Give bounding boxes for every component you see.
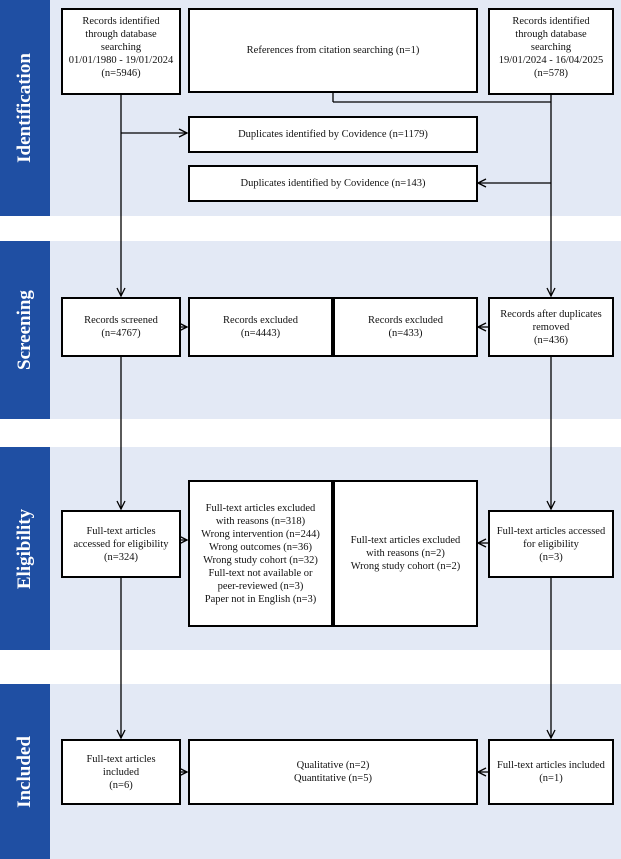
fulltext-included-right-box: Full-text articles included (n=1) bbox=[488, 739, 614, 805]
box-line: Quantitative (n=5) bbox=[294, 773, 372, 784]
box-line: (n=1) bbox=[539, 773, 563, 784]
box-line: accessed for eligibility bbox=[73, 538, 169, 550]
box-line: with reasons (n=318) bbox=[215, 515, 306, 527]
citation-search-box: References from citation searching (n=1) bbox=[188, 8, 478, 93]
fulltext-excluded-right-box: Full-text articles excluded with reasons… bbox=[333, 480, 478, 627]
box-line: Wrong intervention (n=244) bbox=[201, 528, 320, 540]
stage-eligibility: Eligibility bbox=[0, 447, 50, 650]
fulltext-assessed-right-box: Full-text articles accessed for eligibil… bbox=[488, 510, 614, 578]
box-line: Duplicates identified by Covidence (n=11… bbox=[238, 129, 428, 140]
box-line: through database bbox=[515, 29, 587, 40]
db-records-right-box: Records identified through database sear… bbox=[488, 8, 614, 95]
box-line: peer-reviewed (n=3) bbox=[217, 580, 304, 592]
box-line: (n=324) bbox=[104, 551, 138, 563]
box-line: searching bbox=[530, 42, 572, 53]
box-line: Records excluded bbox=[368, 315, 443, 326]
box-line: Full-text articles bbox=[86, 753, 156, 765]
box-line: Full-text articles excluded bbox=[350, 535, 461, 546]
box-line: (n=436) bbox=[534, 334, 568, 346]
box-line: Duplicates identified by Covidence (n=14… bbox=[240, 178, 426, 189]
stage-screening: Screening bbox=[0, 241, 50, 419]
fulltext-excluded-left-box: Full-text articles excluded with reasons… bbox=[188, 480, 333, 627]
box-line: Records screened bbox=[84, 315, 158, 326]
box-line: Paper not in English (n=3) bbox=[204, 593, 317, 605]
box-line: Wrong outcomes (n=36) bbox=[209, 541, 312, 553]
box-line: Wrong study cohort (n=2) bbox=[350, 561, 461, 572]
box-line: Records identified bbox=[82, 16, 160, 27]
box-line: for eligibility bbox=[523, 538, 579, 550]
records-after-duplicates-box: Records after duplicates removed (n=436) bbox=[488, 297, 614, 357]
box-line: (n=6) bbox=[109, 779, 133, 791]
box-line: (n=5946) bbox=[101, 68, 141, 79]
box-line: (n=4443) bbox=[240, 328, 281, 339]
db-records-left-box: Records identified through database sear… bbox=[61, 8, 181, 95]
box-line: removed bbox=[532, 321, 570, 333]
box-line: with reasons (n=2) bbox=[366, 548, 445, 559]
box-line: (n=433) bbox=[388, 328, 423, 339]
duplicates-left-box: Duplicates identified by Covidence (n=11… bbox=[188, 116, 478, 153]
box-line: Records after duplicates bbox=[500, 308, 602, 320]
box-line: Records identified bbox=[512, 16, 590, 27]
box-line: searching bbox=[100, 42, 142, 53]
fulltext-included-left-box: Full-text articles included (n=6) bbox=[61, 739, 181, 805]
box-line: 01/01/1980 - 19/01/2024 bbox=[68, 55, 174, 66]
box-line: Qualitative (n=2) bbox=[296, 760, 370, 771]
stage-included: Included bbox=[0, 684, 50, 859]
box-line: Records excluded bbox=[223, 315, 298, 326]
records-excluded-left-box: Records excluded (n=4443) bbox=[188, 297, 333, 357]
box-line: Full-text not available or bbox=[208, 567, 313, 579]
study-types-box: Qualitative (n=2) Quantitative (n=5) bbox=[188, 739, 478, 805]
box-line: (n=3) bbox=[539, 551, 563, 563]
box-line: References from citation searching (n=1) bbox=[246, 45, 420, 56]
stage-identification: Identification bbox=[0, 0, 50, 216]
records-screened-box: Records screened (n=4767) bbox=[61, 297, 181, 357]
duplicates-right-box: Duplicates identified by Covidence (n=14… bbox=[188, 165, 478, 202]
box-line: included bbox=[102, 766, 140, 778]
box-line: 19/01/2024 - 16/04/2025 bbox=[498, 55, 604, 66]
box-line: Full-text articles included bbox=[497, 760, 605, 771]
box-line: Full-text articles excluded bbox=[205, 502, 316, 514]
fulltext-assessed-left-box: Full-text articles accessed for eligibil… bbox=[61, 510, 181, 578]
records-excluded-right-box: Records excluded (n=433) bbox=[333, 297, 478, 357]
box-line: (n=578) bbox=[534, 68, 568, 79]
box-line: Full-text articles accessed bbox=[496, 525, 606, 537]
box-line: Wrong study cohort (n=32) bbox=[203, 554, 318, 566]
box-line: (n=4767) bbox=[101, 328, 141, 339]
box-line: Full-text articles bbox=[86, 525, 156, 537]
box-line: through database bbox=[85, 29, 157, 40]
